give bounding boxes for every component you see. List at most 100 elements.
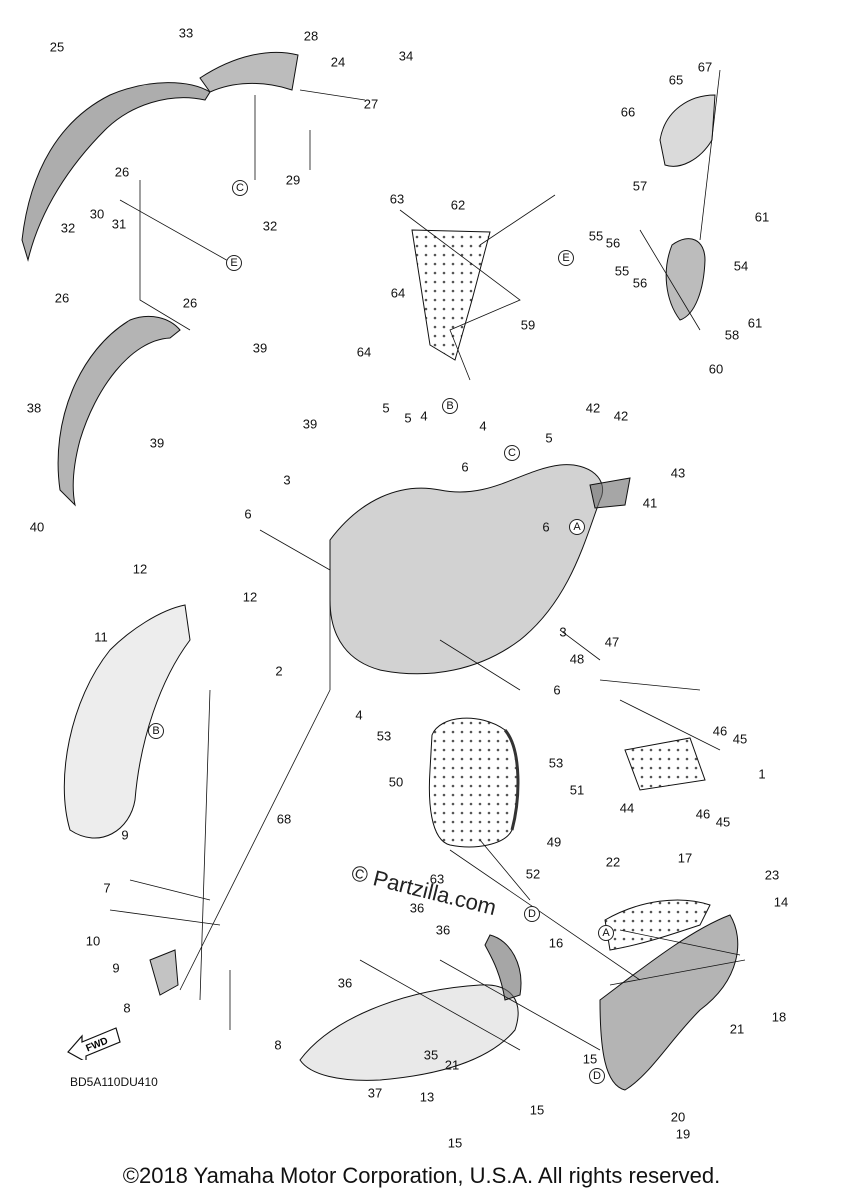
part-callout: 62: [450, 197, 466, 213]
part-callout: 32: [60, 220, 76, 236]
part-callout: 29: [285, 172, 301, 188]
part-callout: 13: [419, 1089, 435, 1105]
part-callout: 12: [132, 561, 148, 577]
part-callout: 49: [546, 834, 562, 850]
part-callout: 42: [585, 400, 601, 416]
reference-marker: D: [524, 906, 540, 922]
part-callout: 2: [275, 663, 283, 679]
side-cowl-part: [57, 315, 181, 507]
part-callout: 39: [252, 340, 268, 356]
part-callout: 20: [670, 1109, 686, 1125]
part-callout: 12: [242, 589, 258, 605]
part-callout: 6: [542, 519, 550, 535]
part-callout: 46: [695, 806, 711, 822]
reference-marker: E: [226, 255, 242, 271]
part-callout: 19: [675, 1126, 691, 1142]
diagram-code: BD5A110DU410: [70, 1075, 158, 1089]
reference-marker: B: [148, 723, 164, 739]
copyright-notice: ©2018 Yamaha Motor Corporation, U.S.A. A…: [122, 1163, 721, 1188]
part-callout: 23: [764, 867, 780, 883]
part-callout: 40: [29, 519, 45, 535]
part-callout: 30: [89, 206, 105, 222]
part-callout: 9: [121, 827, 129, 843]
part-callout: 16: [548, 935, 564, 951]
part-callout: 45: [715, 814, 731, 830]
part-callout: 55: [614, 263, 630, 279]
part-callout: 33: [178, 25, 194, 41]
part-callout: 28: [303, 28, 319, 44]
part-callout: 35: [423, 1047, 439, 1063]
part-callout: 64: [390, 285, 406, 301]
part-callout: 61: [747, 315, 763, 331]
part-callout: 57: [632, 178, 648, 194]
part-callout: 21: [729, 1021, 745, 1037]
part-callout: 21: [444, 1057, 460, 1073]
part-callout: 14: [773, 894, 789, 910]
part-callout: 55: [588, 228, 604, 244]
part-callout: 63: [389, 191, 405, 207]
part-callout: 52: [525, 866, 541, 882]
reference-marker: C: [504, 445, 520, 461]
part-callout: 45: [732, 731, 748, 747]
reference-marker: C: [232, 180, 248, 196]
part-callout: 7: [103, 880, 111, 896]
part-callout: 51: [569, 782, 585, 798]
part-callout: 15: [529, 1102, 545, 1118]
part-callout: 54: [733, 258, 749, 274]
side-bracket-part: [665, 238, 706, 321]
lower-cowl-part: [599, 914, 739, 1091]
part-callout: 50: [388, 774, 404, 790]
part-callout: 3: [559, 624, 567, 640]
part-callout: 22: [605, 854, 621, 870]
part-callout: 4: [355, 707, 363, 723]
part-callout: 6: [244, 506, 252, 522]
part-callout: 6: [461, 459, 469, 475]
part-callout: 68: [276, 811, 292, 827]
center-cowl-part: [329, 464, 603, 675]
part-callout: 17: [677, 850, 693, 866]
air-duct-part: [428, 717, 519, 848]
part-callout: 59: [520, 317, 536, 333]
part-callout: 43: [670, 465, 686, 481]
part-callout: 66: [620, 104, 636, 120]
mesh-panel-part: [411, 229, 491, 361]
part-callout: 3: [283, 472, 291, 488]
part-callout: 6: [553, 682, 561, 698]
part-callout: 47: [604, 634, 620, 650]
part-callout: 37: [367, 1085, 383, 1101]
part-callout: 5: [404, 410, 412, 426]
part-callout: 53: [548, 755, 564, 771]
part-callout: 15: [447, 1135, 463, 1151]
reference-marker: A: [598, 925, 614, 941]
reference-marker: E: [558, 250, 574, 266]
part-callout: 26: [114, 164, 130, 180]
part-callout: 32: [262, 218, 278, 234]
part-callout: 11: [94, 629, 108, 645]
part-callout: 64: [356, 344, 372, 360]
part-callout: 58: [724, 327, 740, 343]
part-callout: 63: [429, 871, 445, 887]
reference-marker: A: [569, 519, 585, 535]
part-callout: 56: [605, 235, 621, 251]
fwd-arrow-icon: FWD: [67, 1027, 121, 1060]
part-callout: 53: [376, 728, 392, 744]
part-callout: 41: [642, 495, 658, 511]
part-callout: 18: [771, 1009, 787, 1025]
upper-cowl-part: [21, 82, 211, 262]
reference-marker: D: [589, 1068, 605, 1084]
part-callout: 34: [398, 48, 414, 64]
part-callout: 26: [182, 295, 198, 311]
part-callout: 42: [613, 408, 629, 424]
part-callout: 61: [754, 209, 770, 225]
part-callout: 25: [49, 39, 65, 55]
part-callout: 46: [712, 723, 728, 739]
part-callout: 5: [382, 400, 390, 416]
part-callout: 10: [85, 933, 101, 949]
inner-panel-part: [63, 604, 191, 839]
part-callout: 9: [112, 960, 120, 976]
part-callout: 4: [479, 418, 487, 434]
part-callout: 39: [149, 435, 165, 451]
part-callout: 65: [668, 72, 684, 88]
part-callout: 56: [632, 275, 648, 291]
part-callout: 15: [582, 1051, 598, 1067]
